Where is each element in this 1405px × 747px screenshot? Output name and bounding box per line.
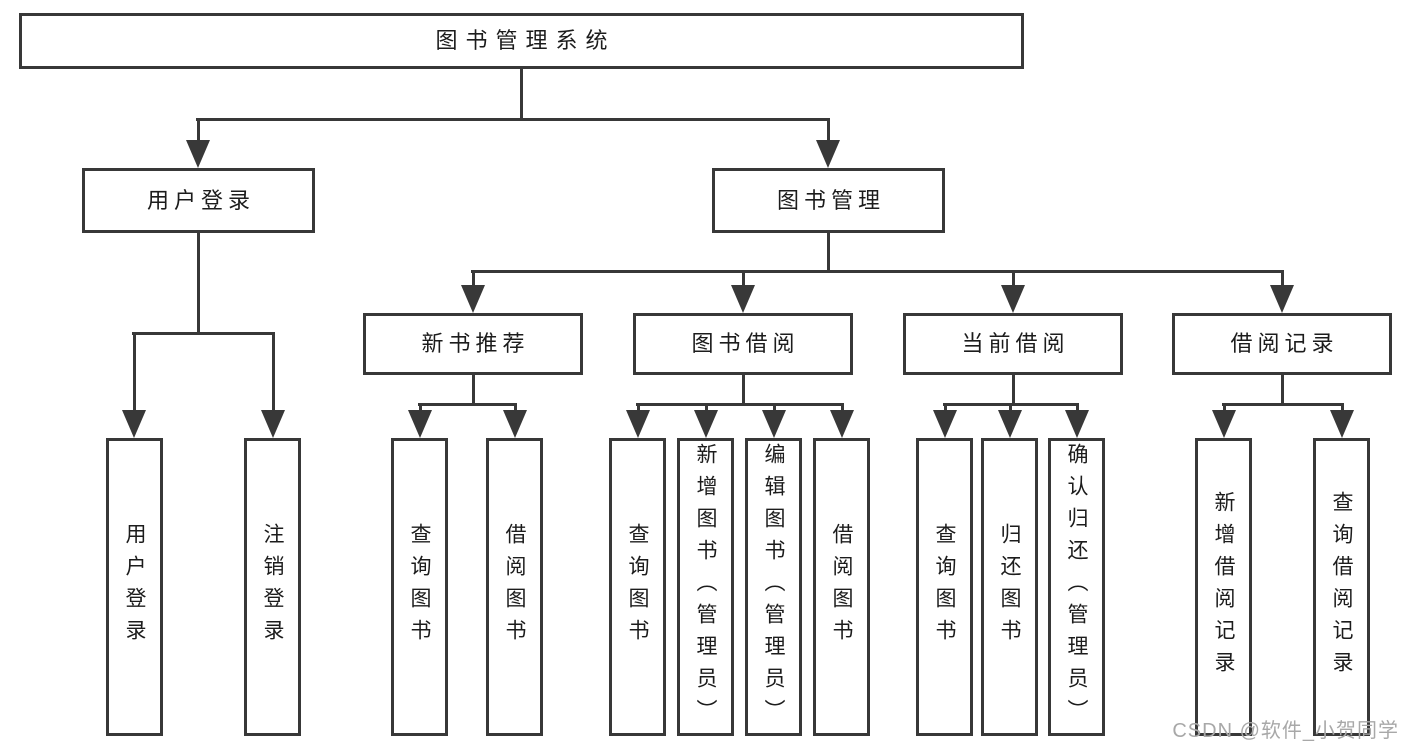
connector-vline bbox=[197, 233, 200, 333]
connector-vline bbox=[827, 233, 830, 271]
arrowhead-down-icon bbox=[1330, 410, 1354, 438]
connector-drop-line bbox=[1009, 404, 1012, 414]
node-book-borrowing: 图书借阅 bbox=[633, 313, 853, 375]
watermark: CSDN @软件_小贺同学 bbox=[1172, 720, 1399, 742]
node-label: 借阅记录 bbox=[1230, 331, 1339, 356]
node-label: 借阅图书 bbox=[503, 523, 526, 651]
node-borrowing-records: 借阅记录 bbox=[1172, 313, 1392, 375]
connector-drop-line bbox=[827, 119, 830, 144]
node-search-book-recommend: 查询图书 bbox=[391, 438, 448, 736]
connector-drop-line bbox=[841, 404, 844, 414]
node-current-borrowing: 当前借阅 bbox=[903, 313, 1123, 375]
connector-hline bbox=[196, 118, 830, 121]
connector-drop-line bbox=[742, 271, 745, 289]
arrowhead-down-icon bbox=[1212, 410, 1236, 438]
node-search-book-borrowing: 查询图书 bbox=[609, 438, 666, 736]
node-label: 用户登录 bbox=[146, 187, 255, 213]
node-user-login: 用户登录 bbox=[82, 168, 315, 233]
connector-hline bbox=[1222, 403, 1344, 406]
node-label: 归还图书 bbox=[998, 523, 1021, 651]
arrowhead-down-icon bbox=[694, 410, 718, 438]
connector-drop-line bbox=[1076, 404, 1079, 414]
node-borrow-book-borrowing: 借阅图书 bbox=[813, 438, 870, 736]
node-label: 新书推荐 bbox=[421, 331, 530, 356]
node-label: 确认归还（管理员） bbox=[1065, 443, 1088, 731]
connector-drop-line bbox=[1341, 404, 1344, 414]
node-label: 注销登录 bbox=[261, 523, 284, 651]
connector-hline bbox=[636, 403, 844, 406]
node-edit-book-admin: 编辑图书（管理员） bbox=[745, 438, 802, 736]
node-label: 查询图书 bbox=[626, 523, 649, 651]
arrowhead-down-icon bbox=[626, 410, 650, 438]
connector-drop-line bbox=[197, 119, 200, 144]
arrowhead-down-icon bbox=[1270, 285, 1294, 313]
connector-drop-line bbox=[472, 271, 475, 289]
node-logout-action: 注销登录 bbox=[244, 438, 301, 736]
connector-vline bbox=[1281, 375, 1284, 404]
arrowhead-down-icon bbox=[122, 410, 146, 438]
connector-drop-line bbox=[133, 333, 136, 414]
node-new-book-recommendation: 新书推荐 bbox=[363, 313, 583, 375]
node-label: 新增借阅记录 bbox=[1212, 491, 1235, 683]
node-book-management: 图书管理 bbox=[712, 168, 945, 233]
connector-vline bbox=[742, 375, 745, 404]
connector-drop-line bbox=[637, 404, 640, 414]
node-add-book-admin: 新增图书（管理员） bbox=[677, 438, 734, 736]
connector-drop-line bbox=[1223, 404, 1226, 414]
node-borrow-book-recommend: 借阅图书 bbox=[486, 438, 543, 736]
arrowhead-down-icon bbox=[762, 410, 786, 438]
connector-hline bbox=[132, 332, 275, 335]
node-label: 用户登录 bbox=[123, 523, 146, 651]
node-label: 借阅图书 bbox=[830, 523, 853, 651]
connector-drop-line bbox=[419, 404, 422, 414]
connector-drop-line bbox=[705, 404, 708, 414]
node-confirm-return-admin: 确认归还（管理员） bbox=[1048, 438, 1105, 736]
connector-drop-line bbox=[272, 333, 275, 414]
node-label: 查询图书 bbox=[408, 523, 431, 651]
connector-vline bbox=[1012, 375, 1015, 404]
arrowhead-down-icon bbox=[830, 410, 854, 438]
connector-drop-line bbox=[1012, 271, 1015, 289]
arrowhead-down-icon bbox=[731, 285, 755, 313]
connector-vline bbox=[472, 375, 475, 404]
node-user-login-action: 用户登录 bbox=[106, 438, 163, 736]
node-query-borrow-record: 查询借阅记录 bbox=[1313, 438, 1370, 736]
node-root: 图书管理系统 bbox=[19, 13, 1024, 69]
connector-vline bbox=[520, 69, 523, 119]
arrowhead-down-icon bbox=[186, 140, 210, 168]
node-return-book: 归还图书 bbox=[981, 438, 1038, 736]
arrowhead-down-icon bbox=[461, 285, 485, 313]
connector-hline bbox=[471, 270, 1284, 273]
arrowhead-down-icon bbox=[261, 410, 285, 438]
node-label: 新增图书（管理员） bbox=[694, 443, 717, 731]
node-label: 查询借阅记录 bbox=[1330, 491, 1353, 683]
arrowhead-down-icon bbox=[503, 410, 527, 438]
node-label: 查询图书 bbox=[933, 523, 956, 651]
arrowhead-down-icon bbox=[998, 410, 1022, 438]
arrowhead-down-icon bbox=[408, 410, 432, 438]
node-label: 编辑图书（管理员） bbox=[762, 443, 785, 731]
node-label: 图书管理 bbox=[776, 187, 885, 213]
node-search-book-current: 查询图书 bbox=[916, 438, 973, 736]
node-label: 图书管理系统 bbox=[435, 28, 616, 53]
connector-drop-line bbox=[773, 404, 776, 414]
node-label: 图书借阅 bbox=[691, 331, 800, 356]
arrowhead-down-icon bbox=[1001, 285, 1025, 313]
node-label: 当前借阅 bbox=[961, 331, 1070, 356]
arrowhead-down-icon bbox=[816, 140, 840, 168]
connector-drop-line bbox=[1281, 271, 1284, 289]
connector-drop-line bbox=[514, 404, 517, 414]
arrowhead-down-icon bbox=[1065, 410, 1089, 438]
arrowhead-down-icon bbox=[933, 410, 957, 438]
connector-drop-line bbox=[944, 404, 947, 414]
node-add-borrow-record: 新增借阅记录 bbox=[1195, 438, 1252, 736]
connector-hline bbox=[418, 403, 517, 406]
